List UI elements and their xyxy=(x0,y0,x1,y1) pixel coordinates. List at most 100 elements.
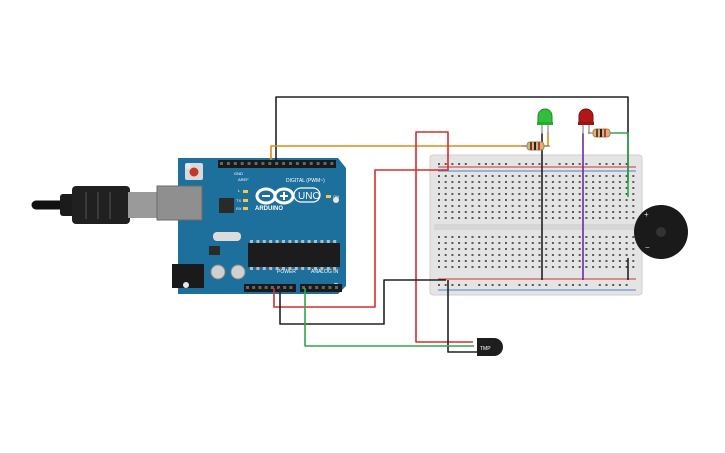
piezo-buzzer: + − xyxy=(634,205,688,259)
breadboard-hole xyxy=(585,236,588,238)
breadboard-hole xyxy=(625,199,628,201)
breadboard-hole xyxy=(618,163,621,165)
breadboard-hole xyxy=(505,193,507,195)
breadboard-hole xyxy=(491,193,494,195)
breadboard-hole xyxy=(444,254,447,256)
chip-pin xyxy=(320,240,324,243)
breadboard-hole xyxy=(598,284,601,286)
chip-pin xyxy=(301,267,305,270)
header-pin xyxy=(252,286,256,289)
breadboard-hole xyxy=(531,254,534,256)
breadboard-hole xyxy=(565,236,568,238)
breadboard-hole xyxy=(471,187,474,189)
breadboard-hole xyxy=(538,205,541,207)
breadboard-hole xyxy=(545,193,548,195)
breadboard-hole xyxy=(572,199,574,201)
breadboard-hole xyxy=(451,236,454,238)
chip-pin xyxy=(262,240,266,243)
header-pin xyxy=(270,286,274,289)
breadboard-hole xyxy=(578,163,581,165)
breadboard-hole xyxy=(578,187,581,189)
breadboard-hole xyxy=(565,284,568,286)
tx-label: TX xyxy=(236,198,241,203)
breadboard-hole xyxy=(632,205,635,207)
breadboard-hole xyxy=(625,248,628,250)
breadboard-hole xyxy=(625,236,628,238)
breadboard-hole xyxy=(498,284,501,286)
breadboard-hole xyxy=(498,181,501,183)
breadboard-hole xyxy=(478,175,481,177)
breadboard-hole xyxy=(464,266,467,268)
breadboard-hole xyxy=(444,260,447,262)
breadboard-hole xyxy=(632,254,635,256)
gnd-label: GND xyxy=(234,171,243,176)
breadboard-hole xyxy=(531,187,534,189)
breadboard-hole xyxy=(618,217,621,219)
breadboard-hole xyxy=(585,211,588,213)
breadboard-hole xyxy=(565,211,568,213)
breadboard-hole xyxy=(505,217,507,219)
breadboard-hole xyxy=(605,266,608,268)
breadboard-hole xyxy=(478,260,481,262)
breadboard-hole xyxy=(505,236,507,238)
breadboard-hole xyxy=(625,205,628,207)
breadboard-hole xyxy=(625,211,628,213)
breadboard-hole xyxy=(498,236,501,238)
chip-pin xyxy=(250,267,253,270)
header-pin xyxy=(295,162,299,165)
wire-red-5v xyxy=(273,168,449,308)
breadboard-hole xyxy=(578,205,581,207)
breadboard-hole xyxy=(585,284,588,286)
breadboard-hole xyxy=(511,181,514,183)
breadboard-hole xyxy=(632,199,635,201)
breadboard-hole xyxy=(498,175,501,177)
breadboard-hole xyxy=(585,175,588,177)
breadboard-hole xyxy=(551,181,554,183)
breadboard-hole xyxy=(612,181,615,183)
header-pin xyxy=(277,286,280,289)
analog-label: ANALOG IN xyxy=(311,269,339,275)
breadboard-hole xyxy=(531,248,534,250)
header-pin xyxy=(275,162,279,165)
breadboard-hole xyxy=(558,181,561,183)
breadboard-hole xyxy=(625,266,628,268)
breadboard-hole xyxy=(538,181,541,183)
breadboard-hole xyxy=(471,193,474,195)
breadboard-hole xyxy=(565,199,568,201)
breadboard-hole xyxy=(598,163,601,165)
breadboard-hole xyxy=(491,266,494,268)
chip-pin xyxy=(333,240,337,243)
breadboard-hole xyxy=(505,163,507,165)
breadboard-hole xyxy=(531,199,534,201)
breadboard-hole xyxy=(491,248,494,250)
breadboard-hole xyxy=(578,254,581,256)
breadboard-hole xyxy=(538,211,541,213)
power-label: POWER xyxy=(277,269,296,275)
breadboard-hole xyxy=(531,266,534,268)
breadboard-hole xyxy=(632,266,635,268)
chip-pin xyxy=(288,240,292,243)
breadboard-hole xyxy=(612,199,615,201)
breadboard-hole xyxy=(471,248,474,250)
breadboard-hole xyxy=(632,181,635,183)
breadboard-hole xyxy=(451,217,454,219)
breadboard-hole xyxy=(444,284,447,286)
header-pin xyxy=(321,286,325,289)
usb-port xyxy=(156,185,203,221)
breadboard-hole xyxy=(538,217,541,219)
breadboard-hole xyxy=(444,217,447,219)
breadboard-hole xyxy=(511,217,514,219)
breadboard-hole xyxy=(484,163,487,165)
breadboard-hole xyxy=(632,260,635,262)
breadboard-hole xyxy=(518,211,521,213)
breadboard-hole xyxy=(498,242,501,244)
breadboard-hole xyxy=(551,199,554,201)
breadboard-hole xyxy=(578,248,581,250)
breadboard-hole xyxy=(498,187,501,189)
breadboard-hole xyxy=(491,199,494,201)
breadboard-hole xyxy=(551,187,554,189)
breadboard-hole xyxy=(478,217,481,219)
breadboard-hole xyxy=(572,205,574,207)
breadboard-hole xyxy=(558,163,561,165)
header-pin xyxy=(258,286,262,289)
